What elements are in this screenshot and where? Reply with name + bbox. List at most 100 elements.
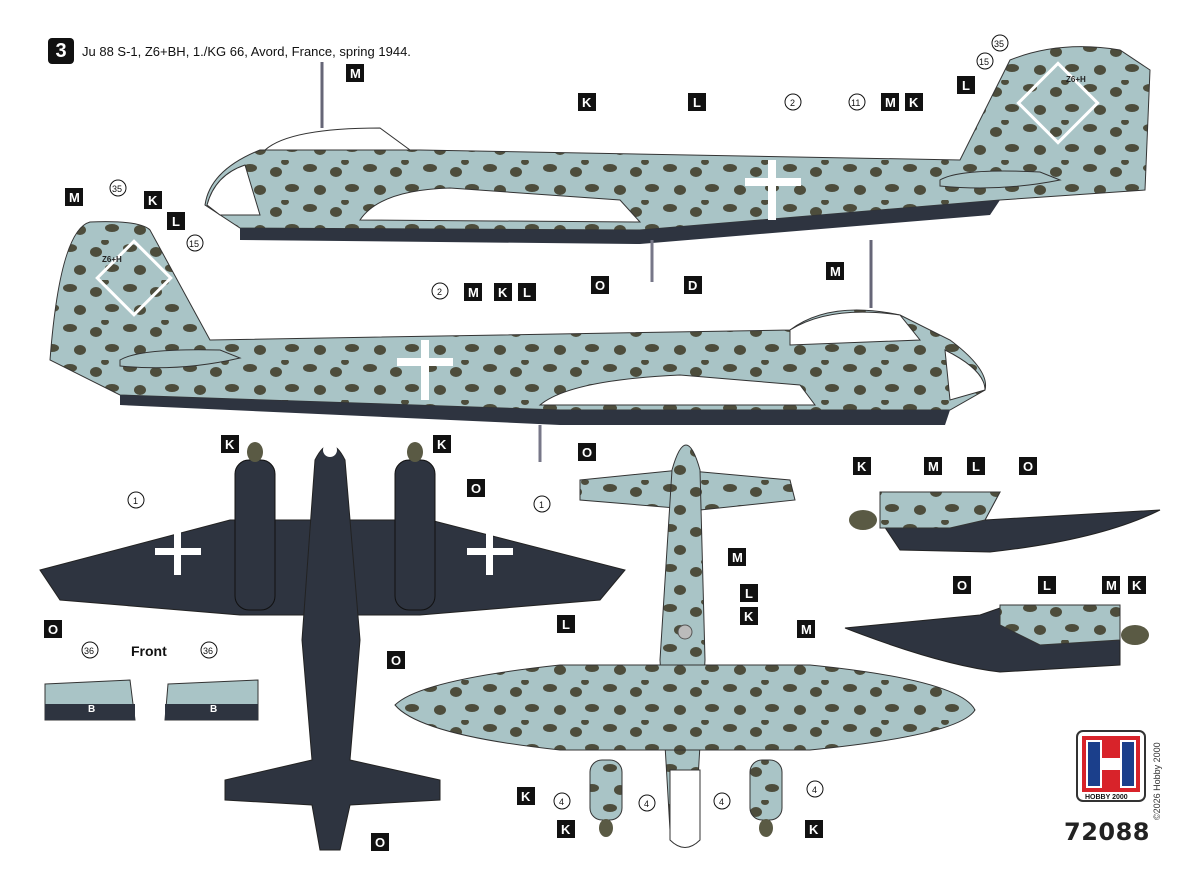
callout-o: O xyxy=(44,620,62,638)
callout-m: M xyxy=(826,262,844,280)
svg-text:36: 36 xyxy=(84,646,94,656)
copyright: ©2026 Hobby 2000 xyxy=(1152,742,1162,820)
svg-text:15: 15 xyxy=(189,239,199,249)
callout-m: M xyxy=(464,283,482,301)
callout-m: M xyxy=(924,457,942,475)
svg-text:11: 11 xyxy=(851,98,860,108)
callout-k: K xyxy=(740,607,758,625)
profile-number-badge: 3 xyxy=(48,38,74,64)
svg-text:L: L xyxy=(562,617,570,632)
fin-code-bottom: Z6+H xyxy=(102,255,122,264)
callout-o: O xyxy=(387,651,405,669)
callout-number-15: 15 xyxy=(186,234,204,252)
callout-k: K xyxy=(221,435,239,453)
callout-l: L xyxy=(688,93,706,111)
callout-number-35: 35 xyxy=(109,179,127,197)
svg-text:L: L xyxy=(172,214,180,229)
svg-text:L: L xyxy=(523,285,531,300)
callout-number-11: 11 xyxy=(848,93,866,111)
panel-letter-left: B xyxy=(88,704,95,715)
svg-text:L: L xyxy=(693,95,701,110)
underside-view xyxy=(39,442,626,851)
svg-text:M: M xyxy=(350,66,361,81)
hobby-2000-logo: HOBBY 2000 xyxy=(1076,730,1146,802)
svg-text:4: 4 xyxy=(719,797,724,807)
balkenkreuz-under-right xyxy=(467,530,513,575)
callout-number-2: 2 xyxy=(431,282,449,300)
callout-k: K xyxy=(853,457,871,475)
product-code: 72088 xyxy=(1064,818,1150,846)
profile-caption: Ju 88 S-1, Z6+BH, 1./KG 66, Avord, Franc… xyxy=(82,43,411,59)
callout-l: L xyxy=(740,584,758,602)
svg-text:4: 4 xyxy=(644,799,649,809)
callout-k: K xyxy=(905,93,923,111)
callout-letters: M K L M K L M K L O D M M K L K K O O O … xyxy=(44,64,1146,851)
callout-l: L xyxy=(967,457,985,475)
fin-code-top: Z6+H xyxy=(1066,75,1086,84)
svg-text:K: K xyxy=(498,285,508,300)
svg-text:O: O xyxy=(582,445,592,460)
callout-number-4: 4 xyxy=(553,792,571,810)
callout-number-35: 35 xyxy=(991,34,1009,52)
svg-text:O: O xyxy=(957,578,967,593)
svg-text:K: K xyxy=(437,437,447,452)
svg-text:O: O xyxy=(375,835,385,850)
callout-number-36: 36 xyxy=(200,641,218,659)
callout-k: K xyxy=(805,820,823,838)
nacelle-starboard-detail xyxy=(844,604,1149,673)
svg-text:D: D xyxy=(688,278,697,293)
callout-o: O xyxy=(591,276,609,294)
svg-text:L: L xyxy=(972,459,980,474)
callout-k: K xyxy=(494,283,512,301)
callout-m: M xyxy=(728,548,746,566)
svg-text:M: M xyxy=(801,622,812,637)
svg-text:O: O xyxy=(391,653,401,668)
panel-detail-right: B xyxy=(164,679,259,721)
callout-number-15: 15 xyxy=(976,52,994,70)
svg-text:2: 2 xyxy=(437,287,442,297)
svg-text:O: O xyxy=(1023,459,1033,474)
callout-k: K xyxy=(578,93,596,111)
callout-number-4: 4 xyxy=(638,794,656,812)
callout-m: M xyxy=(797,620,815,638)
svg-text:M: M xyxy=(830,264,841,279)
callout-o: O xyxy=(371,833,389,851)
svg-text:K: K xyxy=(582,95,592,110)
svg-text:M: M xyxy=(1106,578,1117,593)
callout-m: M xyxy=(65,188,83,206)
callout-l: L xyxy=(167,212,185,230)
callout-o: O xyxy=(1019,457,1037,475)
upper-view xyxy=(394,444,976,848)
svg-text:O: O xyxy=(471,481,481,496)
balkenkreuz-under-left xyxy=(155,530,201,575)
svg-text:L: L xyxy=(745,586,753,601)
balkenkreuz-side-bottom xyxy=(397,340,453,400)
svg-text:4: 4 xyxy=(559,797,564,807)
svg-text:K: K xyxy=(1132,578,1142,593)
svg-text:K: K xyxy=(521,789,531,804)
nacelle-port-detail xyxy=(849,491,1161,553)
svg-text:K: K xyxy=(225,437,235,452)
callout-number-1: 1 xyxy=(533,495,551,513)
callout-l: L xyxy=(557,615,575,633)
panel-letter-right: B xyxy=(210,704,217,715)
svg-text:35: 35 xyxy=(112,184,122,194)
front-label: Front xyxy=(131,643,167,659)
svg-text:K: K xyxy=(744,609,754,624)
side-view-port: Z6+H xyxy=(204,46,1151,282)
svg-text:15: 15 xyxy=(979,57,989,67)
callout-l: L xyxy=(957,76,975,94)
svg-text:M: M xyxy=(732,550,743,565)
svg-text:O: O xyxy=(48,622,58,637)
svg-text:L: L xyxy=(962,78,970,93)
callout-k: K xyxy=(433,435,451,453)
callout-o: O xyxy=(578,443,596,461)
svg-text:35: 35 xyxy=(994,39,1004,49)
svg-text:O: O xyxy=(595,278,605,293)
svg-text:K: K xyxy=(561,822,571,837)
callout-numbers: 35 15 2 11 35 15 2 1 1 36 36 4 4 4 4 xyxy=(81,34,1009,812)
callout-k: K xyxy=(144,191,162,209)
svg-text:M: M xyxy=(928,459,939,474)
svg-text:2: 2 xyxy=(790,98,795,108)
